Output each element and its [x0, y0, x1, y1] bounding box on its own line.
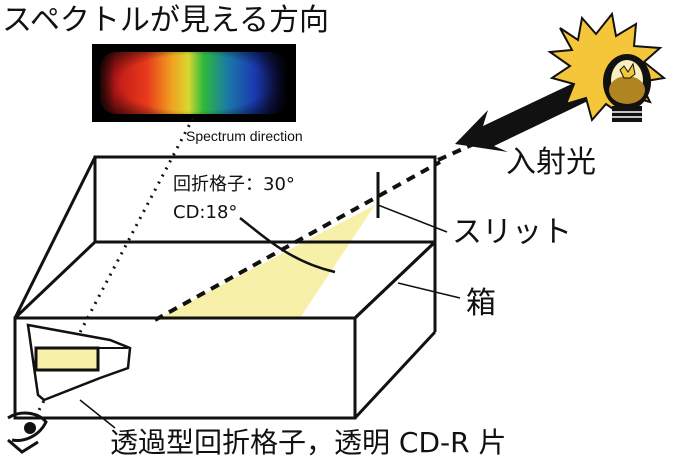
spectrum-image: [92, 44, 296, 122]
grating-angle-label: 回折格子：30°: [173, 174, 295, 195]
slit-label: スリット: [452, 215, 572, 250]
box-leader: [397, 282, 461, 299]
grating-leader: [79, 399, 116, 429]
box: [13, 155, 437, 420]
title: スペクトルが見える方向: [2, 3, 329, 38]
light-bulb-icon: [547, 11, 667, 123]
light-path-dashed: [154, 160, 441, 322]
cd-angle-label: CD:18°: [173, 202, 237, 223]
bottom-label: 透過型回折格子，透明 CD-R 片: [110, 426, 506, 459]
spectrum-direction-label: Spectrum direction: [186, 128, 303, 144]
incident-light-label: 入射光: [506, 145, 596, 180]
incident-arrow-icon: [455, 80, 590, 152]
slit-leader: [377, 204, 448, 233]
box-label: 箱: [466, 286, 496, 321]
eye-icon: [7, 411, 48, 454]
grating-holder: [26, 323, 132, 402]
light-beam: [155, 205, 375, 320]
